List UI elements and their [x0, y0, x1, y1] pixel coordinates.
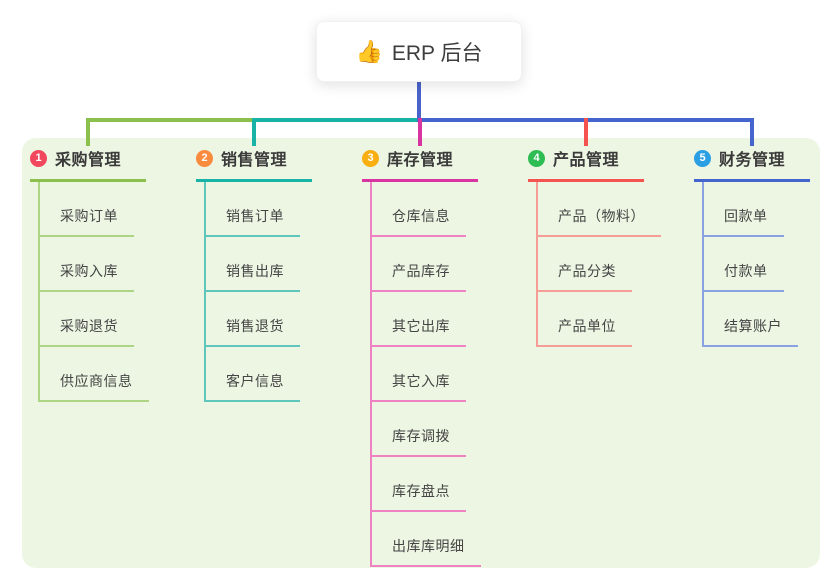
child-row: 销售出库 — [206, 237, 312, 292]
branch-sales: 2 销售管理 销售订单 销售出库 销售退货 客户信息 — [196, 146, 312, 402]
node-product-material[interactable]: 产品（物料） — [538, 206, 661, 237]
node-product-unit[interactable]: 产品单位 — [538, 316, 632, 347]
branch-sales-header[interactable]: 2 销售管理 — [196, 146, 312, 182]
branch-number-badge: 2 — [196, 149, 213, 167]
node-customer-info[interactable]: 客户信息 — [206, 371, 300, 402]
node-receipt-bill[interactable]: 回款单 — [704, 206, 784, 237]
branch-inventory: 3 库存管理 仓库信息 产品库存 其它出库 其它入库 库存调拨 库存盘点 — [362, 146, 481, 567]
child-row: 产品（物料） — [538, 182, 661, 237]
branch-number-badge: 5 — [694, 149, 711, 167]
branch-finance: 5 财务管理 回款单 付款单 结算账户 — [694, 146, 810, 347]
child-row: 销售退货 — [206, 292, 312, 347]
branch-finance-header[interactable]: 5 财务管理 — [694, 146, 810, 182]
branch-number-badge: 4 — [528, 149, 545, 167]
branch-purchase-header[interactable]: 1 采购管理 — [30, 146, 146, 182]
child-row: 结算账户 — [704, 292, 810, 347]
thumbs-up-icon: 👍 — [355, 38, 383, 64]
branch-number-badge: 3 — [362, 149, 379, 167]
node-purchase-order[interactable]: 采购订单 — [40, 206, 134, 237]
branch-title: 库存管理 — [387, 152, 454, 169]
child-row: 供应商信息 — [40, 347, 149, 402]
branch-drop-line-3 — [418, 118, 422, 146]
branch-drop-line-4 — [584, 118, 588, 146]
node-stock-count[interactable]: 库存盘点 — [372, 481, 466, 512]
child-row: 产品库存 — [372, 237, 478, 292]
child-row: 产品分类 — [538, 237, 644, 292]
node-product-category[interactable]: 产品分类 — [538, 261, 632, 292]
branch-inventory-header[interactable]: 3 库存管理 — [362, 146, 478, 182]
branch-drop-line-2 — [252, 118, 256, 146]
node-payment-bill[interactable]: 付款单 — [704, 261, 784, 292]
branch-purchase: 1 采购管理 采购订单 采购入库 采购退货 供应商信息 — [30, 146, 149, 402]
node-sales-outbound[interactable]: 销售出库 — [206, 261, 300, 292]
bus-line-segment-green — [86, 118, 254, 122]
child-row: 其它出库 — [372, 292, 478, 347]
node-outbound-detail[interactable]: 出库库明细 — [372, 536, 481, 567]
child-row: 库存调拨 — [372, 402, 478, 457]
child-row: 回款单 — [704, 182, 810, 237]
branch-number-badge: 1 — [30, 149, 47, 167]
node-warehouse-info[interactable]: 仓库信息 — [372, 206, 466, 237]
branch-title: 产品管理 — [553, 152, 620, 169]
node-purchase-inbound[interactable]: 采购入库 — [40, 261, 134, 292]
branch-product: 4 产品管理 产品（物料） 产品分类 产品单位 — [528, 146, 661, 347]
node-other-outbound[interactable]: 其它出库 — [372, 316, 466, 347]
branch-title: 采购管理 — [55, 152, 122, 169]
branches-panel — [22, 138, 820, 568]
child-row: 库存盘点 — [372, 457, 478, 512]
branch-children: 仓库信息 产品库存 其它出库 其它入库 库存调拨 库存盘点 出库库明细 — [370, 182, 481, 567]
root-connector-line — [417, 80, 421, 122]
child-row: 出库库明细 — [372, 512, 481, 567]
branch-children: 回款单 付款单 结算账户 — [702, 182, 810, 347]
node-sales-return[interactable]: 销售退货 — [206, 316, 300, 347]
root-node[interactable]: 👍 ERP 后台 — [316, 21, 522, 82]
branch-title: 销售管理 — [221, 152, 288, 169]
child-row: 付款单 — [704, 237, 810, 292]
node-other-inbound[interactable]: 其它入库 — [372, 371, 466, 402]
node-sales-order[interactable]: 销售订单 — [206, 206, 300, 237]
branch-product-header[interactable]: 4 产品管理 — [528, 146, 644, 182]
branch-drop-line-5 — [750, 118, 754, 146]
node-purchase-return[interactable]: 采购退货 — [40, 316, 134, 347]
child-row: 客户信息 — [206, 347, 312, 402]
branch-title: 财务管理 — [719, 152, 786, 169]
root-node-label: ERP 后台 — [391, 41, 483, 65]
child-row: 采购退货 — [40, 292, 146, 347]
child-row: 仓库信息 — [372, 182, 478, 237]
child-row: 采购订单 — [40, 182, 146, 237]
node-product-stock[interactable]: 产品库存 — [372, 261, 466, 292]
child-row: 其它入库 — [372, 347, 478, 402]
bus-line-segment-teal — [252, 118, 419, 122]
child-row: 销售订单 — [206, 182, 312, 237]
child-row: 产品单位 — [538, 292, 644, 347]
branch-children: 采购订单 采购入库 采购退货 供应商信息 — [38, 182, 149, 402]
child-row: 采购入库 — [40, 237, 146, 292]
node-settlement-account[interactable]: 结算账户 — [704, 316, 798, 347]
branch-children: 产品（物料） 产品分类 产品单位 — [536, 182, 661, 347]
node-supplier-info[interactable]: 供应商信息 — [40, 371, 149, 402]
branch-children: 销售订单 销售出库 销售退货 客户信息 — [204, 182, 312, 402]
node-stock-transfer[interactable]: 库存调拨 — [372, 426, 466, 457]
branch-drop-line-1 — [86, 118, 90, 146]
